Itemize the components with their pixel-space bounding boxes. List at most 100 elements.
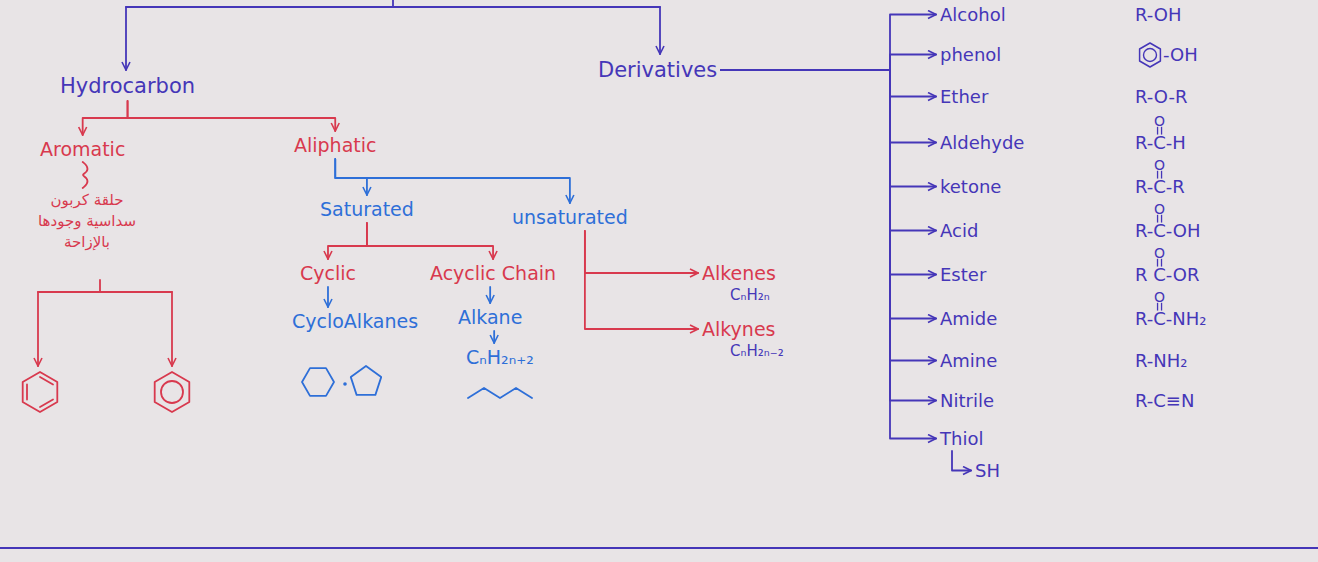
class-name: phenol [940,44,1001,65]
connector [721,70,936,275]
formula: R-OH [1135,4,1181,25]
formula: R-C-R [1135,176,1185,197]
connector [128,101,336,131]
aromatic-arrow [171,292,173,366]
formula: R-C≡N [1135,390,1194,411]
class-name: Alkynes [702,318,775,340]
connector [585,231,698,329]
dot [343,382,347,386]
benzene-ring [155,372,190,412]
class-label: Cyclic [300,262,356,284]
phenol-ring [1140,43,1161,67]
formula: R-C-NH₂ [1135,308,1207,329]
class-name: Alcohol [940,4,1006,25]
connector [721,70,936,97]
class-name: Aldehyde [940,132,1024,153]
connector [952,451,971,471]
connector [721,70,936,231]
class-label: Acyclic Chain [430,262,556,284]
class-label: Saturated [320,198,414,220]
compound-row: phenol -OH [940,44,1198,65]
connector [493,331,495,343]
cyclopentane [351,366,381,395]
connector [721,70,936,187]
carbonyl-oxygen: O [1154,245,1165,261]
class-label: AlkynesCₙH₂ₙ₋₂ [702,318,784,360]
formula: CₙH₂ₙ₋₂ [730,342,784,360]
connector [335,159,570,203]
formula: CₙH₂ₙ [730,286,770,304]
carbonyl-oxygen: O [1154,157,1165,173]
carbonyl-oxygen: O [1154,113,1165,129]
top-arrow [125,7,127,70]
class-name: Cyclic [300,262,356,284]
class-label: Hydrocarbon [60,74,195,98]
connector [721,70,936,401]
class-name: Acid [940,220,978,241]
class-label: Aromatic [40,138,125,160]
connector [328,223,367,259]
class-name: Aromatic [40,138,125,160]
zigzag-chain [468,388,532,398]
class-name: CycloAlkanes [292,310,418,332]
compound-row: ketone R-C-R O [940,157,1185,197]
double-bonds [27,377,53,407]
class-name: Ester [940,264,986,285]
connector [83,101,128,135]
aromatic-arrow [37,292,39,366]
class-name: Thiol [940,428,983,449]
class-name: CₙH₂ₙ₊₂ [466,346,534,368]
aromatic-split-line [38,280,172,292]
class-name: ketone [940,176,1001,197]
connector [489,287,491,303]
top-arrow [659,7,661,54]
carbonyl-oxygen: O [1154,289,1165,305]
compound-row: Amide R-C-NH₂ O [940,289,1207,329]
class-name: Ether [940,86,988,107]
connector [721,55,936,71]
formula: R-NH₂ [1135,350,1188,371]
class-label: CycloAlkanes [292,310,418,332]
compound-row: EtherR-O-R [940,86,1187,107]
aromatic-circle [161,381,183,403]
compound-row: AldehydeR-C-HO [940,113,1186,153]
class-label: Alkane [458,306,522,328]
class-name: Nitrile [940,390,994,411]
connector [367,223,493,259]
formula: R C-OR [1135,264,1199,285]
formula: -OH [1163,44,1198,65]
phenol-circle [1144,49,1157,62]
class-name: Hydrocarbon [60,74,195,98]
class-name: Amide [940,308,997,329]
class-name: Alkenes [702,262,776,284]
connector [721,70,936,439]
formula: R-C-OH [1135,220,1201,241]
compound-row: Acid R-C-OH O [940,201,1201,241]
connector [335,159,367,195]
cyclohexane [302,368,334,396]
top-split-line [126,0,660,7]
class-name: Saturated [320,198,414,220]
connector [83,162,88,188]
class-label: Derivatives [598,58,717,82]
class-name: Derivatives [598,58,717,82]
class-label: Aliphatic [294,134,376,156]
class-label: حلقة كربون سداسية وجودها بالإزاحة [28,190,146,253]
connector [721,70,936,361]
compound-row: Alcohol R-OH [940,4,1181,25]
connector [721,70,936,143]
bottom-rule [0,547,1318,549]
connector [327,287,329,307]
class-name: unsaturated [512,206,628,228]
compound-row: Nitrile R-C≡N [940,390,1194,411]
class-name: Alkane [458,306,522,328]
carbonyl-oxygen: O [1154,201,1165,217]
compound-row: Ester R C-OR O [940,245,1199,285]
compound-row: Thiol [940,428,983,449]
class-label: unsaturated [512,206,628,228]
class-label: AlkenesCₙH₂ₙ [702,262,776,304]
kekule-benzene [23,372,58,412]
